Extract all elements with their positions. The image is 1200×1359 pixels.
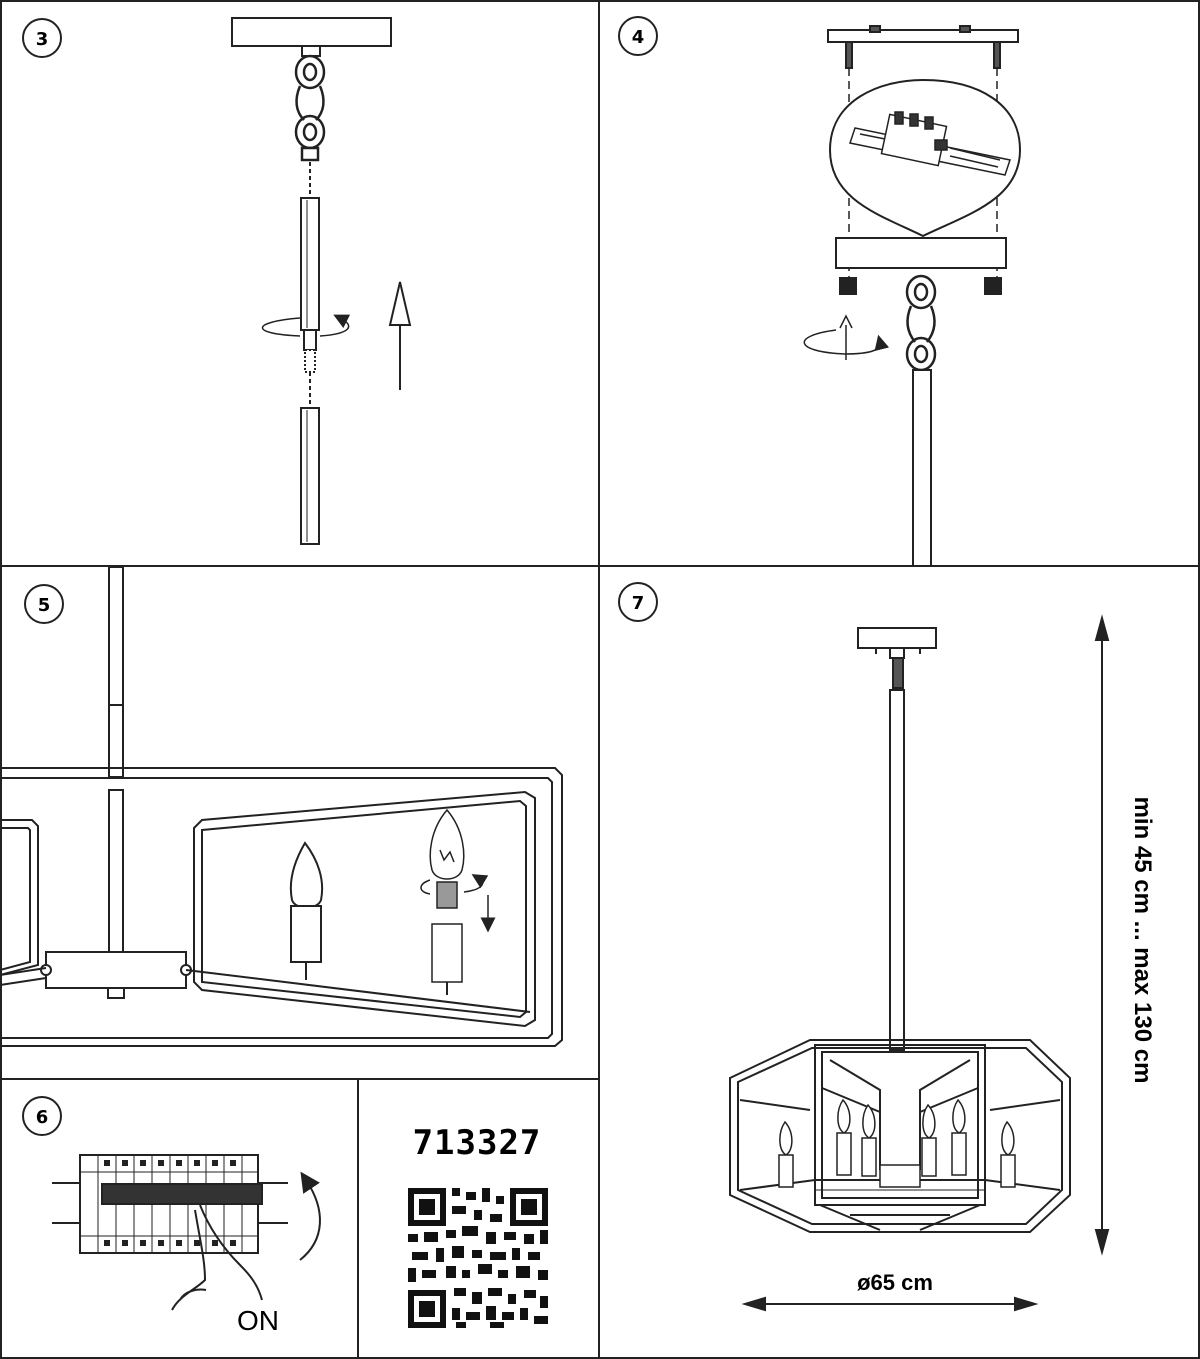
step-badge-6: [22, 1096, 62, 1136]
rotate-arrow-icon: [803, 329, 890, 355]
rotate-arrow-icon: [262, 318, 349, 337]
terminal-block-icon: [849, 111, 1011, 176]
diameter-dimension-arrow: [741, 1296, 1039, 1312]
canopy-icon: [857, 627, 937, 689]
height-range-label: min 45 cm ... max 130 cm: [1129, 797, 1156, 1084]
step-badge-5: [24, 584, 64, 624]
candle-bulb-removing-icon: [420, 808, 496, 995]
step-badge-7: [618, 582, 658, 622]
mounting-bracket-icon: [827, 25, 1019, 69]
diameter-label: ø65 cm: [857, 1270, 933, 1295]
canopy-icon: [231, 17, 392, 57]
height-dimension-arrow: [1094, 614, 1110, 1256]
frame-top-bar: [0, 767, 563, 1047]
candle-bulb-left-icon: [289, 841, 324, 980]
step-number-4: 4: [632, 27, 645, 48]
curved-up-arrow-icon: [299, 1171, 321, 1261]
switch-on-label: ON: [237, 1305, 279, 1336]
chandelier-cage: [729, 1039, 1071, 1233]
step-5-panel: 5: [0, 566, 563, 1047]
canopy-plate-icon: [835, 237, 1007, 295]
candle-bulbs: [778, 1098, 1016, 1188]
product-info-panel: 713327: [408, 1123, 548, 1328]
up-arrow-icon: [839, 314, 853, 360]
center-hub: [0, 951, 192, 999]
up-arrow-icon: [388, 281, 412, 390]
lower-rod-icon: [300, 407, 320, 545]
suspension-rod: [889, 689, 905, 1051]
step-number-7: 7: [632, 593, 645, 614]
chain-link-icon: [905, 274, 937, 372]
step-4-panel: 4: [618, 16, 1022, 567]
step-6-panel: 6: [22, 1096, 321, 1336]
qr-code-icon: [408, 1188, 548, 1328]
step-badge-3: [22, 18, 62, 58]
extension-rod-icon: [300, 197, 320, 373]
product-code: 713327: [413, 1123, 542, 1163]
hand-icon: [171, 1204, 263, 1311]
step-number-3: 3: [36, 29, 49, 50]
suspension-rod: [912, 369, 932, 567]
center-rod: [108, 566, 124, 953]
step-3-panel: 3: [22, 17, 412, 545]
right-cage-panel: [185, 790, 536, 1028]
step-badge-4: [618, 16, 658, 56]
fuse-box-icon: [52, 1154, 288, 1254]
step-number-5: 5: [38, 595, 51, 616]
step-number-6: 6: [36, 1107, 49, 1128]
chain-link-icon: [294, 54, 326, 162]
left-cage-panel: [0, 819, 39, 976]
step-7-panel: 7: [618, 582, 1156, 1312]
